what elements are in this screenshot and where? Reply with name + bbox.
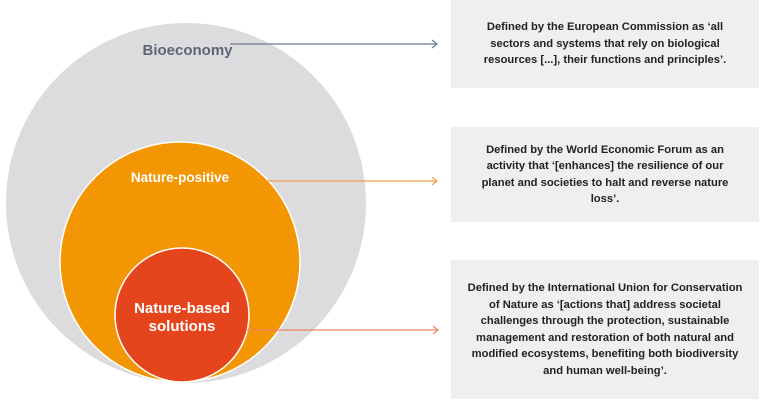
bioeconomy-arrow (230, 39, 438, 49)
nature-based-solutions-arrow (247, 325, 439, 335)
nature-positive-label: Nature-positive (130, 170, 230, 185)
nature-based-solutions-definition: Defined by the International Union for C… (451, 260, 759, 399)
nature-based-solutions-label: Nature-based solutions (134, 300, 230, 335)
nature-positive-definition: Defined by the World Economic Forum as a… (451, 127, 759, 222)
bioeconomy-definition: Defined by the European Commission as ‘a… (451, 0, 759, 88)
nature-based-solutions-circle (114, 247, 250, 383)
nature-positive-arrow (266, 176, 438, 186)
bioeconomy-label: Bioeconomy (142, 42, 233, 59)
